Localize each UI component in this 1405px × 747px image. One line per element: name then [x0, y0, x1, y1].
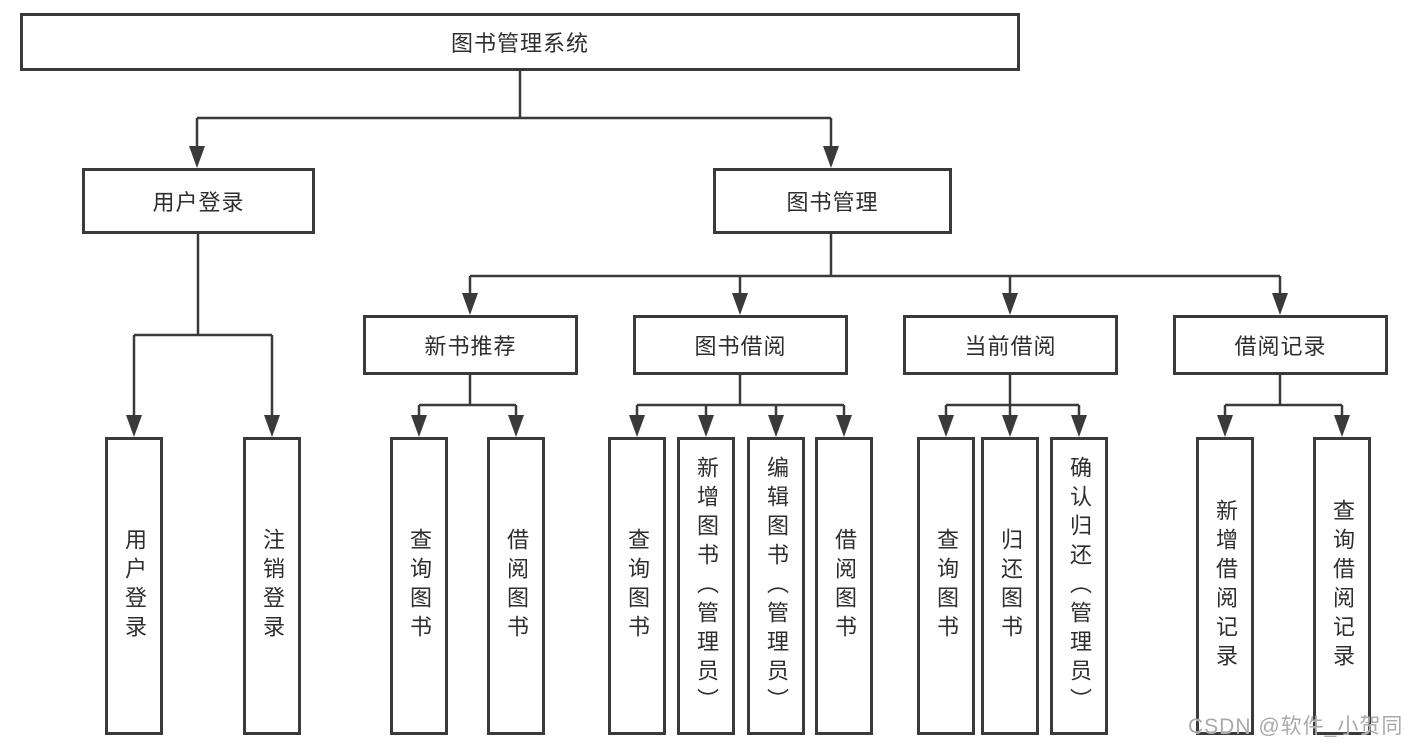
- node-label: 查询图书: [407, 528, 432, 644]
- node-label: 新增图书（管理员）: [694, 455, 719, 717]
- node-label: 查询图书: [625, 528, 650, 644]
- node-library-management-system: 图书管理系统: [20, 13, 1020, 71]
- node-label: 注销登录: [260, 528, 285, 644]
- node-leaf-logout: 注销登录: [243, 437, 301, 735]
- node-leaf-query-books-2: 查询图书: [608, 437, 666, 735]
- node-book-management: 图书管理: [713, 168, 952, 234]
- node-label: 查询借阅记录: [1330, 499, 1355, 673]
- node-current-borrowing: 当前借阅: [903, 315, 1118, 375]
- node-leaf-add-books-admin: 新增图书（管理员）: [677, 437, 735, 735]
- node-new-book-recommend: 新书推荐: [363, 315, 578, 375]
- node-label: 用户登录: [122, 528, 147, 644]
- node-label: 新书推荐: [424, 334, 517, 359]
- node-leaf-borrow-books-1: 借阅图书: [487, 437, 545, 735]
- node-leaf-borrow-books-2: 借阅图书: [815, 437, 873, 735]
- arrowhead-icons: [126, 146, 1350, 437]
- csdn-watermark: CSDN @软件_小贺同学: [1188, 715, 1405, 738]
- node-book-borrowing: 图书借阅: [633, 315, 848, 375]
- node-user-login: 用户登录: [82, 168, 315, 234]
- node-leaf-add-borrow-record: 新增借阅记录: [1196, 437, 1254, 735]
- node-label: 新增借阅记录: [1213, 499, 1238, 673]
- node-label: 用户登录: [152, 190, 245, 215]
- node-leaf-query-books-1: 查询图书: [390, 437, 448, 735]
- node-label: 编辑图书（管理员）: [764, 455, 789, 717]
- node-label: 查询图书: [934, 528, 959, 644]
- node-leaf-query-borrow-record: 查询借阅记录: [1313, 437, 1371, 735]
- node-label: 借阅图书: [504, 528, 529, 644]
- node-label: 借阅图书: [832, 528, 857, 644]
- node-label: 图书管理系统: [450, 31, 589, 56]
- node-label: 当前借阅: [964, 334, 1057, 359]
- node-label: 确认归还（管理员）: [1067, 455, 1092, 717]
- node-label: 归还图书: [998, 528, 1023, 644]
- node-label: 借阅记录: [1234, 334, 1327, 359]
- node-leaf-confirm-return-admin: 确认归还（管理员）: [1050, 437, 1108, 735]
- node-borrowing-records: 借阅记录: [1173, 315, 1388, 375]
- node-leaf-query-books-3: 查询图书: [917, 437, 975, 735]
- node-leaf-edit-books-admin: 编辑图书（管理员）: [747, 437, 805, 735]
- node-label: 图书借阅: [694, 334, 787, 359]
- node-leaf-user-login: 用户登录: [105, 437, 163, 735]
- node-leaf-return-books: 归还图书: [981, 437, 1039, 735]
- node-label: 图书管理: [786, 190, 879, 215]
